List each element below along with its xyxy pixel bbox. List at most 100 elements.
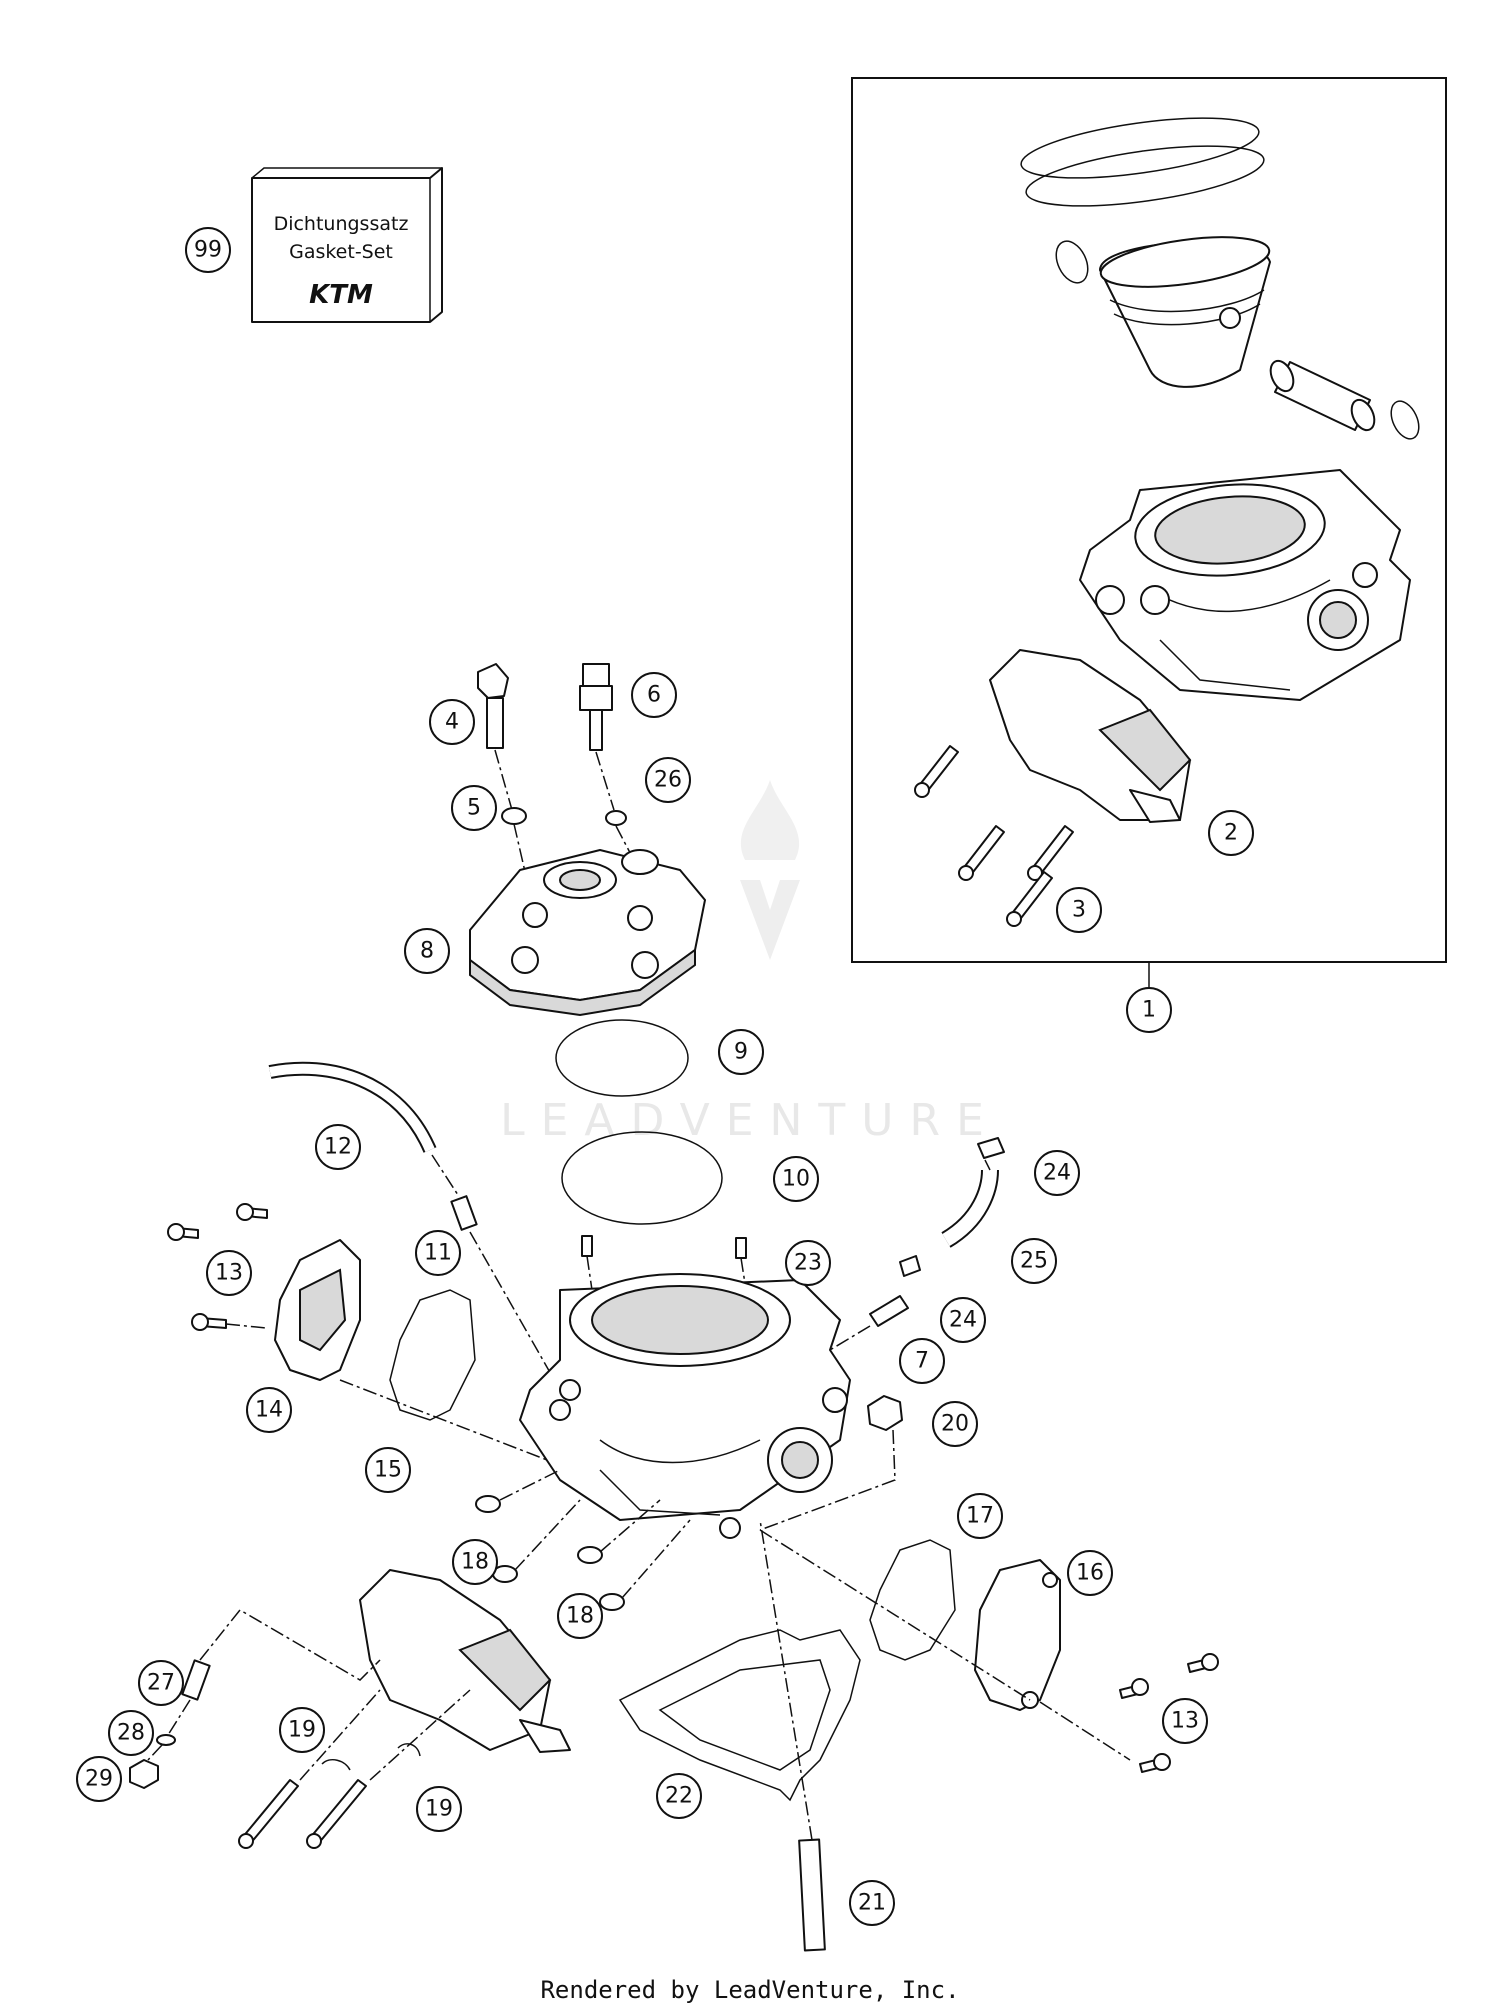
- svg-text:1: 1: [1142, 998, 1156, 1023]
- callout-25: 25: [1011, 1238, 1057, 1284]
- callout-16: 16: [1067, 1550, 1113, 1596]
- svg-text:4: 4: [445, 710, 459, 735]
- svg-text:13: 13: [215, 1261, 243, 1286]
- hose-clamp-lower: [899, 1255, 921, 1277]
- callout-10: 10: [773, 1156, 819, 1202]
- callout-23: 23: [785, 1240, 831, 1286]
- piston-rings: [1020, 117, 1265, 207]
- callout-6: 6: [631, 672, 677, 718]
- cover-screws-left: [167, 1203, 268, 1331]
- svg-text:15: 15: [374, 1458, 402, 1483]
- callout-22: 22: [656, 1773, 702, 1819]
- svg-text:24: 24: [949, 1308, 977, 1333]
- flange-nut: [867, 1395, 903, 1431]
- gasket-set-box: Dichtungssatz Gasket-Set KTM: [251, 167, 443, 323]
- cover-gasket-left: [389, 1289, 476, 1421]
- exhaust-flange-kit: [989, 649, 1192, 823]
- head-o-ring-inner: [555, 1019, 689, 1097]
- callout-11: 11: [415, 1230, 461, 1276]
- svg-text:24: 24: [1043, 1161, 1071, 1186]
- watermark-text: LEADVENTURE: [500, 1095, 1000, 1146]
- callout-5: 5: [451, 785, 497, 831]
- svg-text:9: 9: [734, 1040, 748, 1065]
- svg-text:26: 26: [654, 768, 682, 793]
- svg-text:29: 29: [85, 1767, 113, 1792]
- spacer-sleeve: [181, 1659, 211, 1701]
- svg-text:21: 21: [858, 1891, 886, 1916]
- cylinder-head-bolt: [477, 663, 509, 749]
- svg-text:20: 20: [941, 1412, 969, 1437]
- callout-26: 26: [645, 757, 691, 803]
- callout-18-left: 18: [452, 1539, 498, 1585]
- exhaust-flange-main: [359, 1569, 571, 1753]
- piston: [1099, 236, 1271, 388]
- callout-9: 9: [718, 1029, 764, 1075]
- callout-17: 17: [957, 1493, 1003, 1539]
- svg-text:16: 16: [1076, 1561, 1104, 1586]
- callout-21: 21: [849, 1880, 895, 1926]
- svg-text:28: 28: [117, 1721, 145, 1746]
- svg-text:19: 19: [288, 1718, 316, 1743]
- svg-text:6: 6: [647, 683, 661, 708]
- head-o-ring-outer: [561, 1131, 723, 1225]
- svg-text:18: 18: [566, 1604, 594, 1629]
- svg-text:7: 7: [915, 1349, 929, 1374]
- power-valve-cover-left: [274, 1239, 361, 1381]
- callout-18-right: 18: [557, 1593, 603, 1639]
- piston-circlip-left: [1055, 240, 1089, 284]
- svg-text:23: 23: [794, 1251, 822, 1276]
- power-valve-cover-right: [974, 1559, 1061, 1711]
- washer-small: [156, 1734, 176, 1746]
- callout-4: 4: [429, 699, 475, 745]
- svg-text:8: 8: [420, 939, 434, 964]
- callout-99: 99: [185, 227, 231, 273]
- piston-circlip-right: [1390, 400, 1420, 440]
- svg-text:5: 5: [467, 796, 481, 821]
- svg-text:22: 22: [665, 1784, 693, 1809]
- callout-14: 14: [246, 1387, 292, 1433]
- gasket-box-line1: Dichtungssatz: [274, 213, 409, 235]
- base-dowel: [798, 1838, 826, 1952]
- water-nipple: [869, 1295, 909, 1327]
- hose-fitting: [450, 1195, 478, 1231]
- cylinder-base-gasket: [618, 1629, 861, 1802]
- cover-gasket-right: [869, 1539, 956, 1661]
- cover-screws-right: [1119, 1653, 1219, 1773]
- temperature-sensor: [579, 663, 613, 751]
- sensor-seal-ring: [605, 810, 627, 826]
- callout-20: 20: [932, 1401, 978, 1447]
- kit-screws: [914, 745, 1074, 927]
- gasket-box-line2: Gasket-Set: [289, 241, 393, 263]
- cylinder-main: [519, 1273, 851, 1539]
- svg-text:11: 11: [424, 1241, 452, 1266]
- callout-8: 8: [404, 928, 450, 974]
- svg-text:27: 27: [147, 1671, 175, 1696]
- svg-text:10: 10: [782, 1167, 810, 1192]
- svg-text:99: 99: [194, 238, 222, 263]
- svg-text:3: 3: [1072, 898, 1086, 923]
- svg-text:18: 18: [461, 1550, 489, 1575]
- small-nut: [129, 1759, 159, 1789]
- svg-text:13: 13: [1171, 1709, 1199, 1734]
- callout-1: 1: [1126, 987, 1172, 1033]
- svg-text:19: 19: [425, 1797, 453, 1822]
- callout-2: 2: [1208, 810, 1254, 856]
- callout-12: 12: [315, 1124, 361, 1170]
- svg-text:2: 2: [1224, 821, 1238, 846]
- svg-text:17: 17: [966, 1504, 994, 1529]
- cylinder-head: [469, 849, 706, 1017]
- svg-text:12: 12: [324, 1135, 352, 1160]
- lock-washers: [321, 1743, 421, 1771]
- rendered-by-footer: Rendered by LeadVenture, Inc.: [540, 1976, 960, 2004]
- hose-clamp-upper: [977, 1137, 1005, 1159]
- water-o-rings: [475, 1495, 625, 1611]
- callout-19-left: 19: [279, 1707, 325, 1753]
- callout-3: 3: [1056, 887, 1102, 933]
- watermark-logo: LEADVENTURE: [500, 780, 1000, 1146]
- callout-24-bottom: 24: [940, 1297, 986, 1343]
- flange-screws-main: [238, 1779, 367, 1849]
- cylinder-kit: [1079, 469, 1411, 701]
- piston-pin: [1269, 359, 1376, 432]
- callout-15: 15: [365, 1447, 411, 1493]
